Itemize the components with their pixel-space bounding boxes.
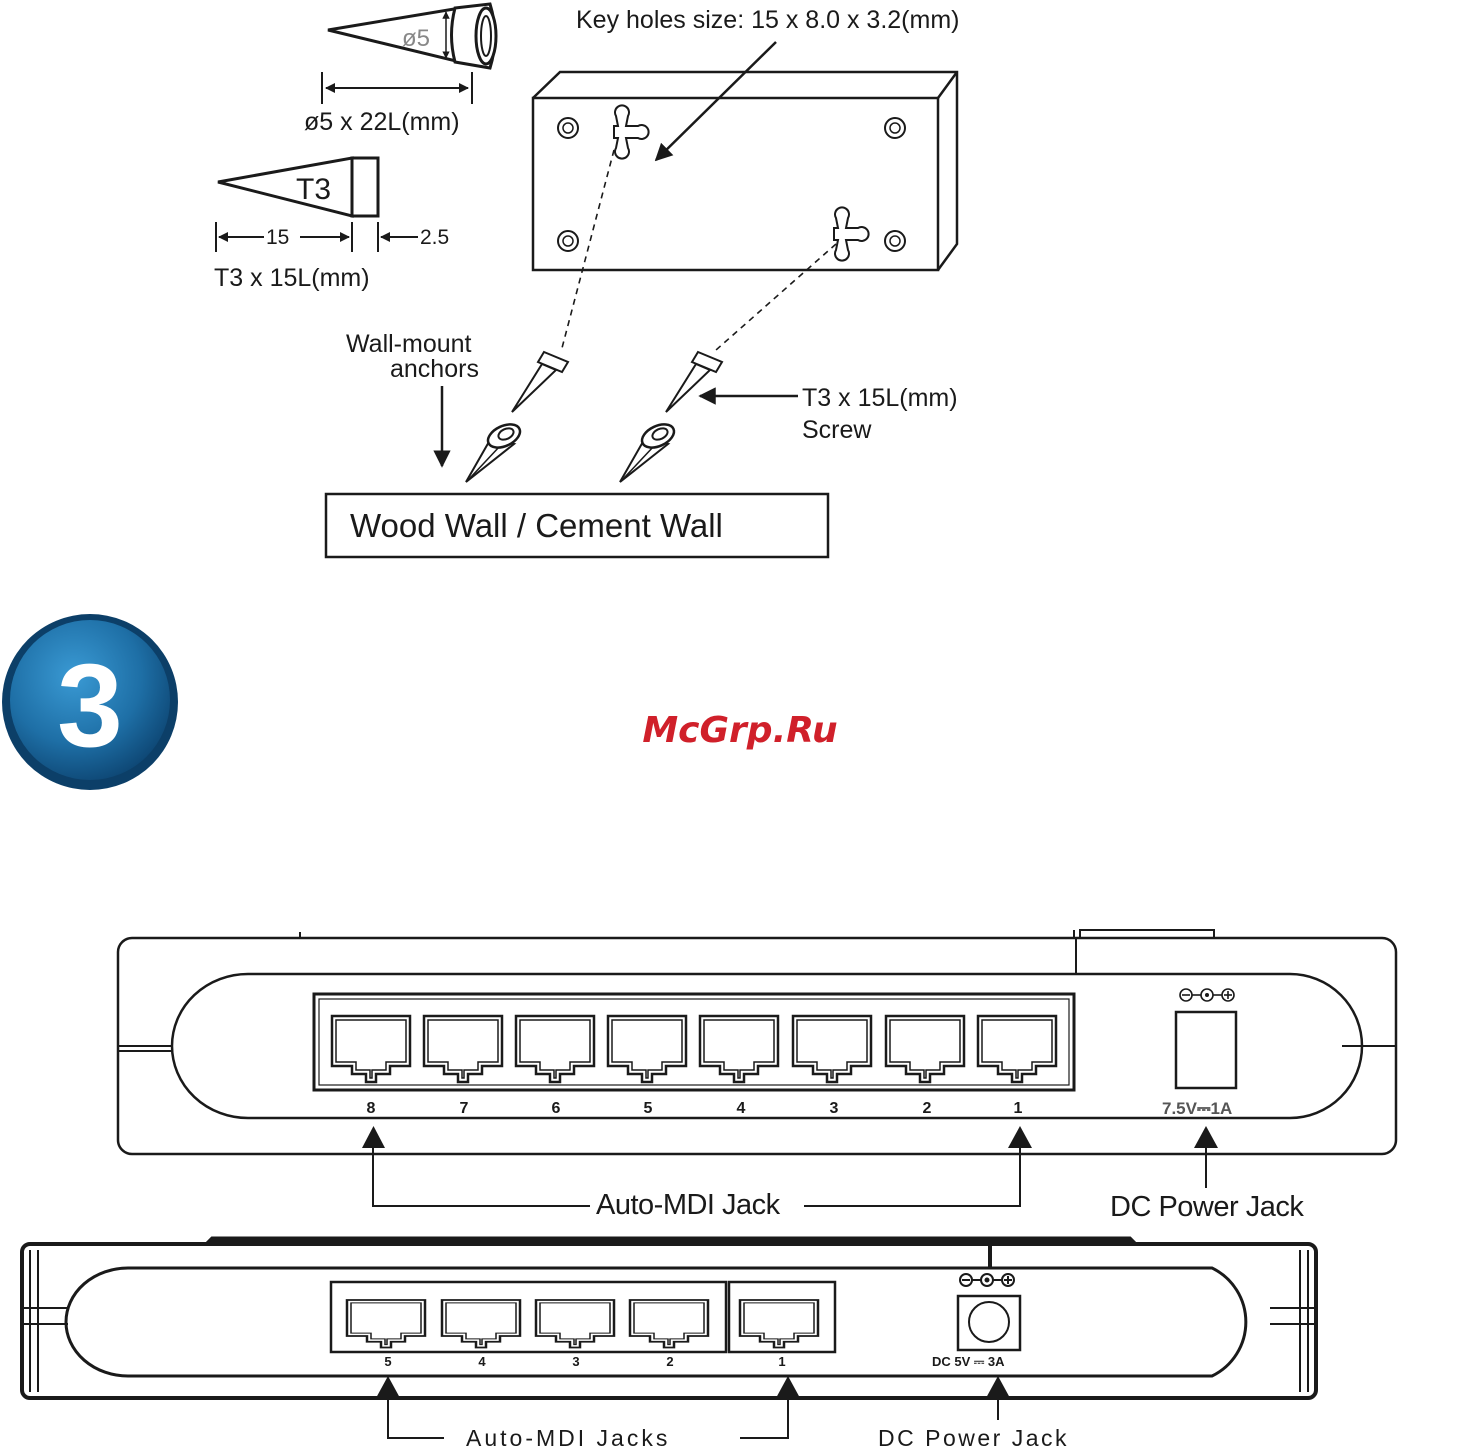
wall-anchor	[620, 420, 678, 482]
screw	[512, 352, 568, 412]
screw-hole	[885, 231, 905, 251]
port-number: 4	[737, 1100, 746, 1117]
device-bottom-view: Key holes size: 15 x 8.0 x 3.2(mm)	[533, 6, 959, 350]
screw-detail: T3 15 2.5 T3 x 15L(mm)	[214, 158, 449, 292]
step-3-badge: 3	[2, 614, 178, 790]
power-rating: 7.5V⎓1A	[1162, 1099, 1232, 1118]
port-number: 5	[644, 1100, 653, 1117]
port-number: 8	[367, 1100, 376, 1117]
port-number: 3	[572, 1354, 579, 1369]
screw-label-line2: Screw	[802, 416, 872, 444]
screw-label-line1: T3 x 15L(mm)	[802, 384, 958, 412]
anchor-diameter-label: ø5	[402, 25, 430, 52]
port-number: 3	[830, 1100, 839, 1117]
auto-mdi-jack-label: Auto-MDI Jack	[596, 1189, 781, 1221]
port-number: 2	[923, 1100, 932, 1117]
dc-power-jack-label: DC Power Jack	[878, 1425, 1069, 1451]
screw	[666, 352, 722, 412]
screw-head-dimension: 2.5	[420, 226, 449, 249]
port-number: 1	[778, 1354, 785, 1369]
port-number: 6	[552, 1100, 561, 1117]
wall-box: Wood Wall / Cement Wall	[326, 494, 828, 557]
polarity-icon	[1180, 989, 1234, 1001]
port-number: 1	[1014, 1100, 1023, 1117]
port-number: 5	[384, 1354, 391, 1369]
power-rating: DC 5V ⎓ 3A	[932, 1354, 1005, 1369]
wall-anchor	[466, 420, 524, 482]
screw-hole	[558, 118, 578, 138]
screw-size-label: T3 x 15L(mm)	[214, 264, 370, 292]
port-number: 4	[478, 1354, 486, 1369]
dc-power-jack[interactable]	[958, 1296, 1020, 1350]
key-holes-label: Key holes size: 15 x 8.0 x 3.2(mm)	[576, 6, 959, 34]
screw-head-label: T3	[296, 173, 331, 206]
screw-hole	[558, 231, 578, 251]
rear-panel-8-port: 8 7 6 5 4 3 2 1 7.5V⎓1A Auto-MDI Jack DC…	[118, 930, 1396, 1223]
dc-power-jack-label: DC Power Jack	[1110, 1191, 1304, 1223]
port-number: 2	[666, 1354, 673, 1369]
dc-power-jack[interactable]	[1176, 1012, 1236, 1088]
rear-panel-5-port: 5 4 3 2 1 DC 5V ⎓ 3A Auto-MDI Jacks DC P…	[22, 1238, 1316, 1451]
anchor-size-label: ø5 x 22L(mm)	[304, 108, 460, 136]
watermark: McGrp.Ru	[642, 710, 837, 751]
wall-label: Wood Wall / Cement Wall	[350, 507, 723, 544]
anchors-label-line1: Wall-mount	[346, 330, 472, 358]
port-number: 7	[460, 1100, 469, 1117]
screw-hole	[885, 118, 905, 138]
anchors-and-screws: Wall-mount anchors T3 x 15L(mm) Screw	[346, 330, 958, 482]
auto-mdi-jacks-label: Auto-MDI Jacks	[466, 1425, 670, 1451]
step-number: 3	[57, 640, 123, 772]
anchors-label-line2: anchors	[390, 355, 479, 383]
wall-anchor-detail: ø5 ø5 x 22L(mm)	[304, 4, 496, 136]
polarity-icon	[960, 1274, 1014, 1286]
screw-length-dimension: 15	[266, 226, 289, 249]
